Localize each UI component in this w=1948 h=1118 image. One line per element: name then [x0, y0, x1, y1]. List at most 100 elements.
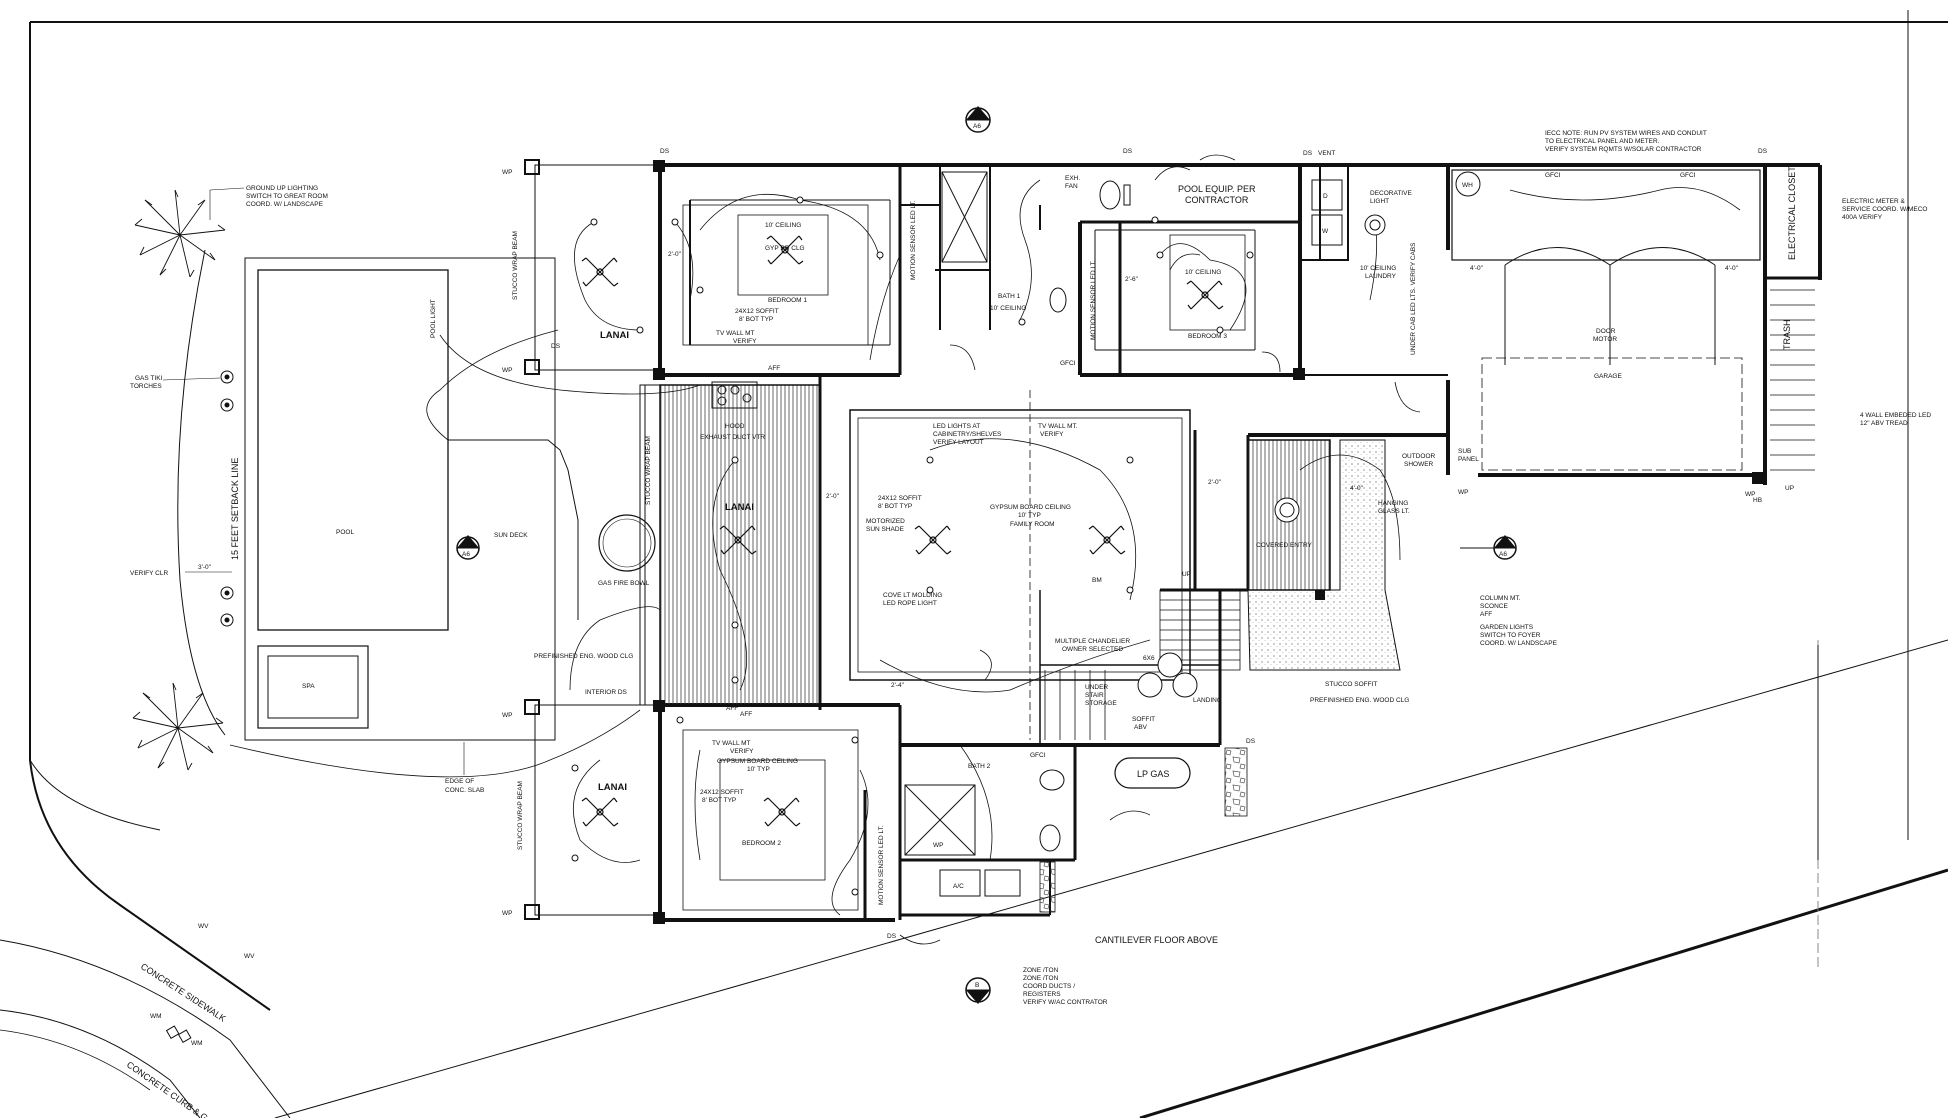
- iecc-3: VERIFY SYSTEM RQMTS W/SOLAR CONTRACTOR: [1545, 146, 1702, 153]
- column-posts: [524, 159, 1764, 924]
- sub-panel-1: SUB: [1458, 448, 1471, 455]
- bedroom1-label: BEDROOM 1: [768, 297, 807, 304]
- meter-2: SERVICE COORD. W/MECO: [1842, 206, 1927, 213]
- zone-2: ZONE /TON: [1023, 975, 1059, 982]
- verify-clr-label: VERIFY CLR: [130, 570, 168, 577]
- led-cab-2: CABINETRY/SHELVES: [933, 431, 1002, 438]
- zone-3: COORD DUCTS /: [1023, 983, 1075, 990]
- svg-text:B: B: [975, 982, 979, 989]
- svg-text:DS: DS: [1303, 150, 1313, 157]
- bed1-ceiling: 10' CEILING: [765, 222, 801, 229]
- section-mark-a-right: A A6: [1460, 535, 1517, 560]
- svg-text:2'-0": 2'-0": [1208, 479, 1222, 486]
- bed1-tv-1: TV WALL MT: [716, 330, 755, 337]
- up-label-1: UP: [1182, 571, 1191, 578]
- svg-text:DS: DS: [660, 148, 670, 155]
- laundry-ceiling: 10' CEILING: [1360, 265, 1396, 272]
- dryer-label: D: [1323, 193, 1328, 200]
- soffit-fam-2: 8' BOT TYP: [878, 503, 912, 510]
- aff-3: AFF: [726, 705, 738, 712]
- bath1-label: BATH 1: [998, 293, 1021, 300]
- wm-label-2: WM: [191, 1040, 203, 1047]
- svg-text:WP: WP: [1458, 489, 1468, 496]
- laundry-label: LAUNDRY: [1365, 273, 1397, 280]
- section-mark-b-top: B A6: [965, 106, 991, 133]
- stucco-beam-label-3: STUCCO WRAP BEAM: [645, 436, 652, 505]
- sun-deck-label: SUN DECK: [494, 532, 528, 539]
- bed2-gyp-1: GYPSUM BOARD CEILING: [717, 758, 798, 765]
- svg-text:B: B: [975, 113, 979, 120]
- svg-text:COORD. W/ LANDSCAPE: COORD. W/ LANDSCAPE: [246, 201, 324, 208]
- prefinished-clg-1: PREFINISHED ENG. WOOD CLG: [534, 653, 633, 660]
- svg-text:DS: DS: [1246, 738, 1256, 745]
- spa-label: SPA: [302, 683, 315, 690]
- edge-slab-label-1: EDGE OF: [445, 778, 474, 785]
- meter-1: ELECTRIC METER &: [1842, 198, 1906, 205]
- tiki-torches: [220, 370, 234, 627]
- svg-text:HB: HB: [1753, 497, 1762, 504]
- trash-label: TRASH: [1782, 319, 1792, 350]
- svg-text:2'-4": 2'-4": [891, 682, 905, 689]
- bm-label: BM: [1092, 577, 1102, 584]
- garage-slab: [1481, 357, 1743, 471]
- gyp-fam-2: 10' TYP: [1018, 512, 1041, 519]
- outdoor-shower-label-1: OUTDOOR: [1402, 453, 1436, 460]
- family-room-label: FAMILY ROOM: [1010, 521, 1055, 528]
- covered-entry-label: COVERED ENTRY: [1256, 542, 1313, 549]
- ground-lighting-note: GROUND UP LIGHTING SWITCH TO GREAT ROOM …: [209, 185, 328, 220]
- svg-text:4'-0": 4'-0": [1470, 265, 1484, 272]
- column-sconce-3: AFF: [1480, 611, 1492, 618]
- zone-1: ZONE /TON: [1023, 967, 1059, 974]
- setback-label: 15 FEET SETBACK LINE: [230, 458, 240, 560]
- edge-slab-label-2: CONC. SLAB: [445, 787, 484, 794]
- lp-gas-label: LP GAS: [1137, 769, 1169, 779]
- svg-text:VENT: VENT: [1318, 150, 1335, 157]
- stucco-wrap-beams: [534, 165, 646, 915]
- meter-3: 400A VERIFY: [1842, 214, 1883, 221]
- interior-walls: [689, 164, 1761, 351]
- bath1-ceiling: 10' CEILING: [990, 305, 1026, 312]
- gas-tiki-label-2: TORCHES: [130, 383, 162, 390]
- hanging-2: GLASS LT.: [1378, 508, 1410, 515]
- stucco-soffit: STUCCO SOFFIT: [1325, 681, 1377, 688]
- chandelier-1: MULTIPLE CHANDELIER: [1055, 638, 1130, 645]
- bed1-tv-2: VERIFY: [733, 338, 757, 345]
- svg-text:SWITCH TO GREAT ROOM: SWITCH TO GREAT ROOM: [246, 193, 328, 200]
- decorative-2: LIGHT: [1370, 198, 1389, 205]
- under-cab-label: UNDER CAB LED LTS. VERIFY CABS: [1410, 242, 1417, 355]
- light-fixture-icon: [571, 196, 1386, 896]
- outdoor-shower-label-2: SHOWER: [1404, 461, 1434, 468]
- hood-1: HOOD: [725, 423, 745, 430]
- hood-2: EXHAUST DUCT VTR: [700, 434, 765, 441]
- stucco-beam-label-2: STUCCO WRAP BEAM: [517, 781, 524, 850]
- svg-text:WP: WP: [502, 367, 512, 374]
- electrical-closet-label: ELECTRICAL CLOSET: [1787, 166, 1797, 260]
- tv-family-2: VERIFY: [1040, 431, 1064, 438]
- family-room: [849, 409, 1191, 681]
- ac-label: A/C: [953, 883, 964, 890]
- tv-bed2-1: TV WALL MT: [712, 740, 751, 747]
- motion-sensor-1: MOTION SENSOR LED LT.: [910, 200, 917, 280]
- bed2-gyp-2: 10' TYP: [747, 766, 770, 773]
- led-cab-1: LED LIGHTS AT: [933, 423, 980, 430]
- svg-text:A6: A6: [973, 123, 981, 130]
- motion-sensor-3: MOTION SENSOR LED LT.: [878, 825, 885, 905]
- bed1-soffit-2: 8' BOT TYP: [739, 316, 773, 323]
- svg-text:DS: DS: [1758, 148, 1768, 155]
- bed1-gyp: GYP BD CLG: [765, 245, 805, 252]
- soffit-fam-1: 24X12 SOFFIT: [878, 495, 922, 502]
- bed2-soffit-1: 24X12 SOFFIT: [700, 789, 744, 796]
- garden-2: SWITCH TO FOYER: [1480, 632, 1541, 639]
- svg-text:A6: A6: [462, 551, 470, 558]
- svg-text:A: A: [465, 541, 470, 548]
- pool-deck: [244, 257, 556, 741]
- lp-gas-tank: [1114, 757, 1191, 789]
- bed2-soffit-2: 8' BOT TYP: [702, 797, 736, 804]
- exh-fan-2: FAN: [1065, 183, 1078, 190]
- lanai-bottom-label: LANAI: [598, 782, 627, 793]
- understair-3: STORAGE: [1085, 700, 1117, 707]
- hanging-1: HANGING: [1378, 500, 1408, 507]
- pool-equip-label-2: CONTRACTOR: [1185, 195, 1249, 205]
- svg-text:GFCI: GFCI: [1030, 752, 1046, 759]
- svg-text:A: A: [1502, 541, 1507, 548]
